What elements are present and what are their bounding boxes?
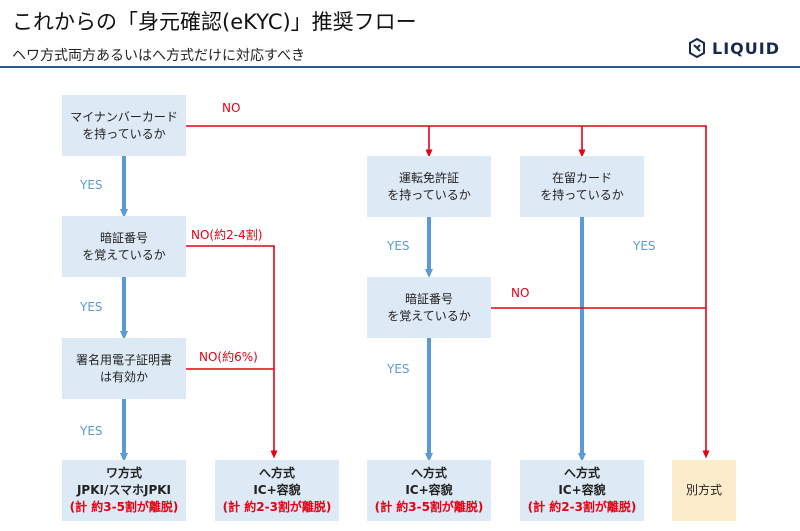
node-signature-cert: 署名用電子証明書は有効か — [62, 338, 186, 399]
label-yes-pin2: YES — [387, 362, 410, 376]
label-no-top: NO — [222, 101, 241, 115]
label-no-pin1: NO(約2-4割) — [191, 228, 263, 242]
no-line-pin1 — [186, 245, 278, 459]
node-mynumber-card: マイナンバーカードを持っているか — [62, 95, 186, 156]
liquid-logo: LIQUID — [688, 38, 780, 58]
header-rule — [0, 66, 800, 68]
liquid-logo-icon — [689, 38, 705, 58]
label-yes-license: YES — [387, 239, 410, 253]
liquid-logo-text: LIQUID — [712, 38, 780, 58]
node-pin-2: 暗証番号を覚えているか — [367, 277, 491, 338]
node-pin-1: 暗証番号を覚えているか — [62, 216, 186, 277]
label-yes-1: YES — [80, 178, 103, 192]
node-residence-card: 在留カードを持っているか — [520, 156, 644, 217]
no-line-top — [186, 125, 710, 459]
page-subtitle: ヘワ方式両方あるいはへ方式だけに対応すべき — [12, 48, 306, 64]
label-no-cert: NO(約6%) — [199, 350, 258, 364]
node-drivers-license: 運転免許証を持っているか — [367, 156, 491, 217]
page-title: これからの「身元確認(eKYC)」推奨フロー — [12, 10, 417, 34]
label-no-pin2: NO — [511, 286, 530, 300]
label-yes-3: YES — [80, 424, 103, 438]
label-yes-2: YES — [80, 300, 103, 314]
result-other-method: 別方式 — [672, 460, 736, 521]
label-yes-residence: YES — [633, 239, 656, 253]
